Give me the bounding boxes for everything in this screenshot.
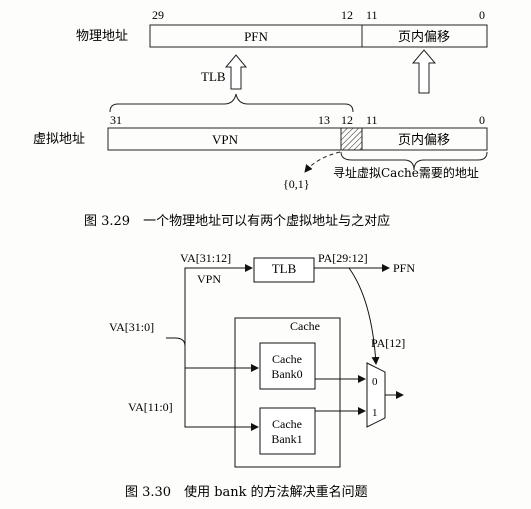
- mux-input-1-label: 1: [372, 407, 378, 419]
- bit-11-top-label: 11: [366, 8, 378, 22]
- bank1-label-line1: Cache: [272, 417, 302, 431]
- physical-address-label: 物理地址: [76, 29, 128, 44]
- bit-12-bot-label: 12: [341, 113, 353, 127]
- physical-address-bar: [149, 24, 488, 48]
- bit-11-bot-label: 11: [366, 113, 378, 127]
- mux-block: [366, 362, 386, 428]
- bit-13-label: 13: [318, 113, 330, 127]
- pfn-output-label: PFN: [393, 261, 415, 275]
- bit-31-label: 31: [110, 113, 122, 127]
- wire-pa12-select: [348, 267, 380, 365]
- tlb-hollow-arrow: [224, 54, 248, 90]
- va-31-0-label: VA[31:0]: [109, 320, 154, 334]
- figure-3-30: [166, 257, 404, 468]
- cache-bank1-block: [259, 407, 316, 455]
- pfn-field: PFN: [244, 29, 268, 44]
- bank0-label-line1: Cache: [272, 352, 302, 366]
- wire-va-low-to-bank1: [184, 368, 259, 431]
- tlb-label-fig1: TLB: [201, 69, 226, 84]
- tlb-block-label: TLB: [272, 261, 297, 276]
- cache-title-label: Cache: [290, 319, 320, 333]
- pa-12-label: PA[12]: [371, 336, 405, 350]
- bit-12-hatched-cell: [340, 127, 363, 151]
- figure-3-29-caption: 图 3.29 一个物理地址可以有两个虚拟地址与之对应: [84, 213, 390, 229]
- bit-12-top-label: 12: [341, 8, 353, 22]
- page-offset-bottom-field: 页内偏移: [398, 132, 450, 148]
- bank0-label-line2: Bank0: [271, 367, 302, 381]
- set-0-1-label: {0,1}: [283, 177, 310, 191]
- cache-address-bracket: [340, 151, 488, 171]
- virtual-address-label: 虚拟地址: [33, 132, 85, 147]
- vpn-brace: [109, 93, 354, 113]
- va-31-12-label: VA[31:12]: [180, 251, 231, 265]
- bank1-label-line2: Bank1: [271, 432, 302, 446]
- figure-3-29: 物理地址 29 12 11 0 PFN 页内偏移 TLB 虚拟地址 31 13 …: [33, 8, 488, 229]
- dashed-pointer: [304, 151, 341, 173]
- cache-address-note: 寻址虚拟Cache需要的地址: [333, 165, 479, 180]
- vpn-field: VPN: [212, 132, 239, 147]
- tlb-block: [253, 257, 315, 283]
- mux-input-0-label: 0: [372, 376, 378, 388]
- vpn-wire-label: VPN: [197, 272, 221, 286]
- pa-29-12-label: PA[29:12]: [318, 251, 368, 265]
- figure-3-30-labels: VA[31:12] TLB PA[29:12] PFN VPN VA[31:0]…: [109, 251, 415, 446]
- wire-va-to-tlb: [184, 264, 253, 338]
- bit-29-label: 29: [152, 8, 164, 22]
- va-input-bracket: [166, 337, 186, 347]
- bit-0-top-label: 0: [479, 8, 485, 22]
- cache-outer-box: [234, 317, 341, 468]
- page-offset-top-field: 页内偏移: [398, 29, 450, 45]
- cache-bank0-block: [259, 342, 316, 390]
- figure-3-30-caption: 图 3.30 使用 bank 的方法解决重名问题: [125, 484, 368, 500]
- va-11-0-label: VA[11:0]: [128, 400, 173, 414]
- offset-hollow-arrow: [411, 49, 437, 94]
- bit-0-bot-label: 0: [479, 113, 485, 127]
- virtual-address-bar: [107, 127, 488, 151]
